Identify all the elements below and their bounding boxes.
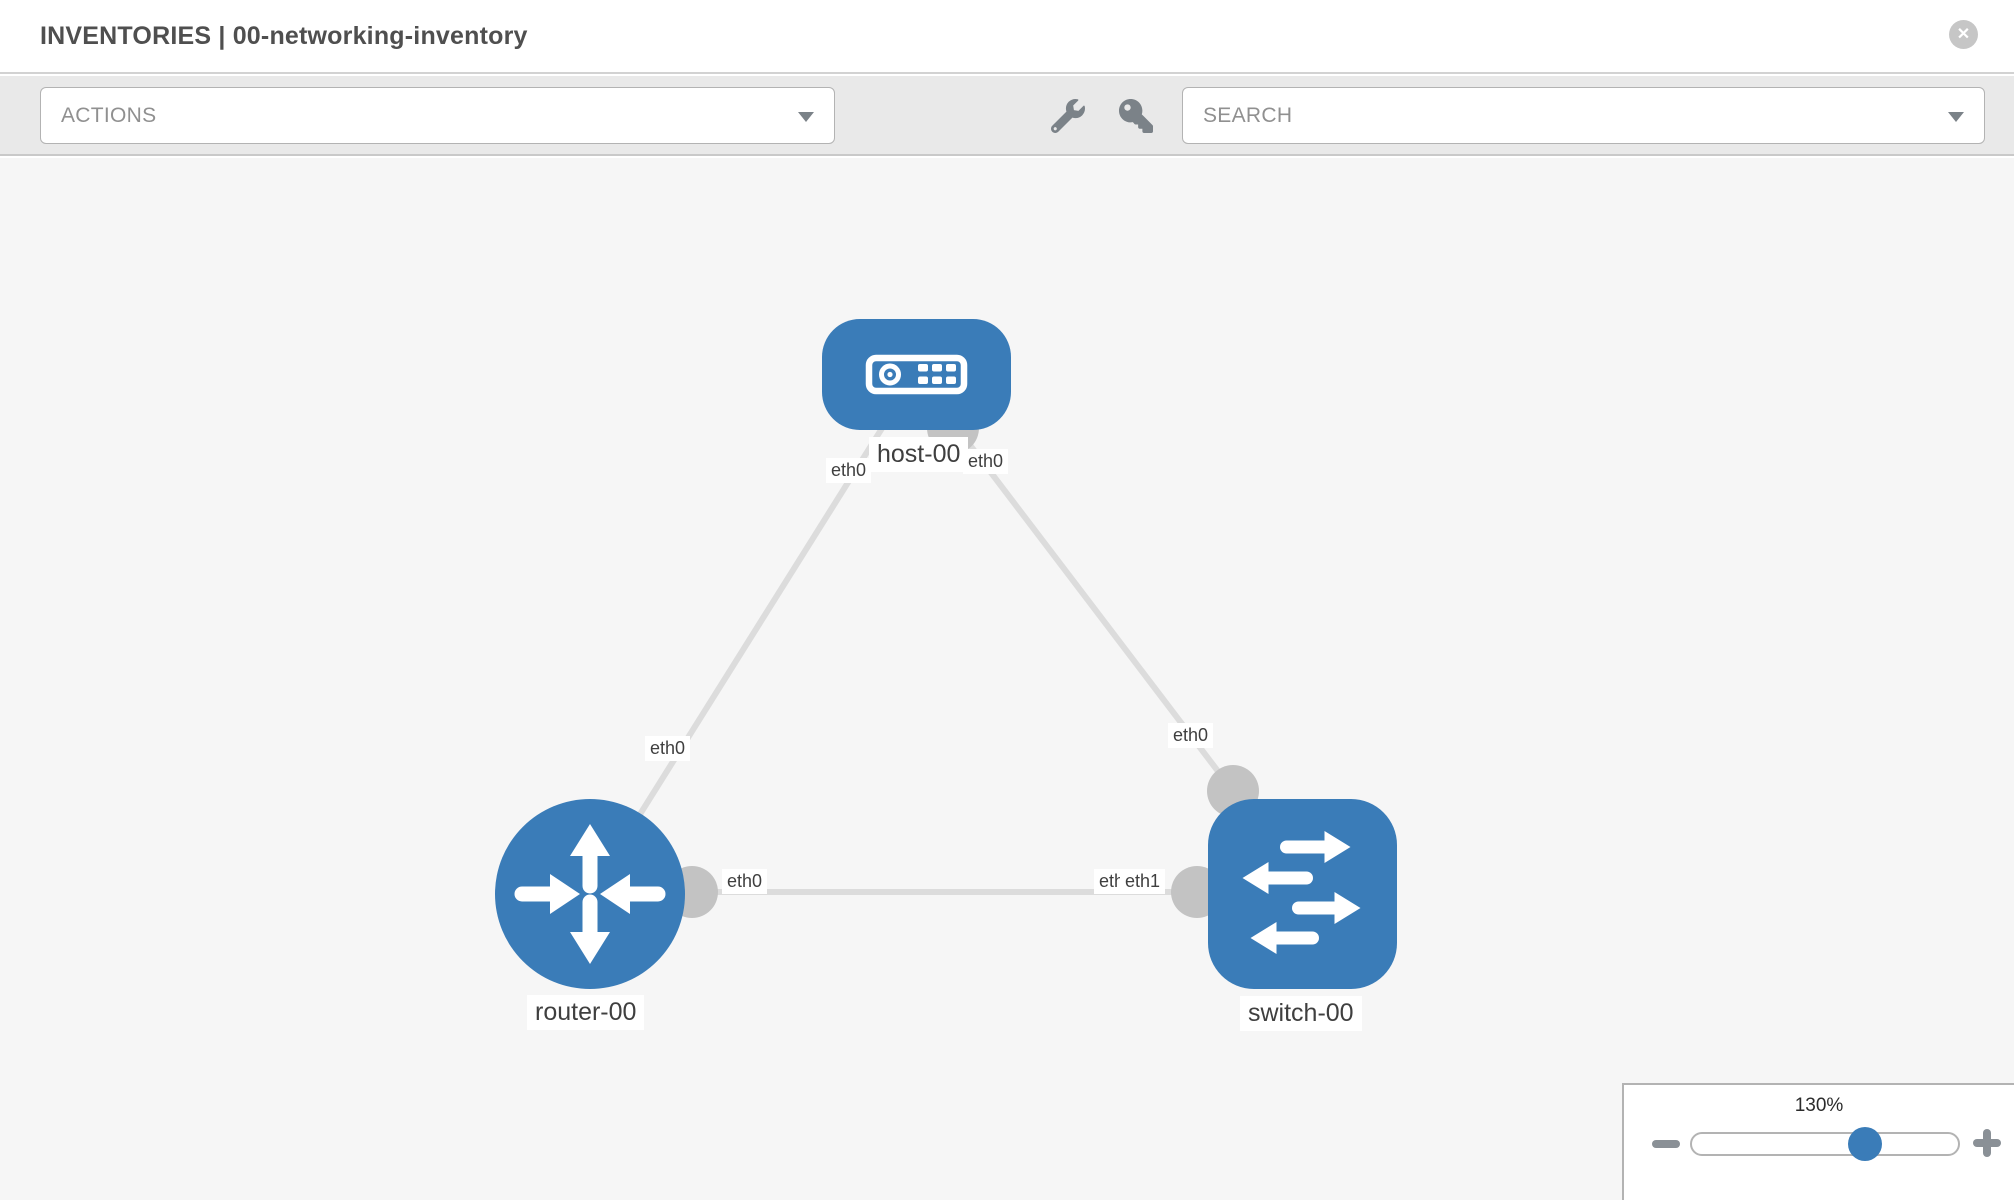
iface-label-host-eth0-right: eth0 xyxy=(963,449,1009,474)
actions-dropdown[interactable]: ACTIONS xyxy=(40,87,835,144)
search-dropdown[interactable]: SEARCH xyxy=(1182,87,1985,144)
key-icon xyxy=(1119,99,1153,133)
node-label-router: router-00 xyxy=(527,995,645,1030)
toolbar: ACTIONS SEARCH xyxy=(0,76,2014,156)
zoom-slider-thumb[interactable] xyxy=(1848,1127,1882,1161)
zoom-control-panel: 130% xyxy=(1622,1083,2014,1200)
zoom-slider-track[interactable] xyxy=(1690,1132,1960,1156)
wrench-icon xyxy=(1051,99,1085,133)
actions-dropdown-label: ACTIONS xyxy=(61,103,157,127)
iface-label-host-eth0-left: eth0 xyxy=(826,458,872,483)
zoom-in-button[interactable] xyxy=(1973,1129,2001,1157)
tools-button[interactable] xyxy=(1048,96,1088,136)
topology-canvas[interactable] xyxy=(0,158,2014,1200)
iface-label-router-eth0: eth0 xyxy=(722,869,768,894)
router-icon xyxy=(514,824,666,964)
node-router-00[interactable] xyxy=(495,799,685,989)
switch-icon xyxy=(1242,831,1361,954)
search-dropdown-label: SEARCH xyxy=(1203,103,1293,127)
chevron-down-icon xyxy=(1948,112,1964,122)
topology-graph xyxy=(495,319,1397,989)
page-title: INVENTORIES | 00-networking-inventory xyxy=(40,22,528,50)
iface-label-switch-link-eth0: eth0 xyxy=(1168,723,1214,748)
chevron-down-icon xyxy=(798,112,814,122)
close-icon: ✕ xyxy=(1956,25,1971,43)
zoom-out-button[interactable] xyxy=(1652,1133,1680,1155)
node-switch-00[interactable] xyxy=(1208,799,1397,989)
node-label-host: host-00 xyxy=(869,437,969,472)
host-icon xyxy=(865,354,968,395)
node-host-00[interactable] xyxy=(822,319,1011,430)
node-label-switch: switch-00 xyxy=(1240,996,1362,1031)
iface-label-router-link-eth0: eth0 xyxy=(645,736,691,761)
iface-label-switch-eth1: eth1 xyxy=(1120,869,1166,894)
credentials-button[interactable] xyxy=(1116,96,1156,136)
window-header: INVENTORIES | 00-networking-inventory ✕ xyxy=(0,0,2014,74)
close-button[interactable]: ✕ xyxy=(1949,20,1978,49)
zoom-level-text: 130% xyxy=(1794,1095,1844,1116)
